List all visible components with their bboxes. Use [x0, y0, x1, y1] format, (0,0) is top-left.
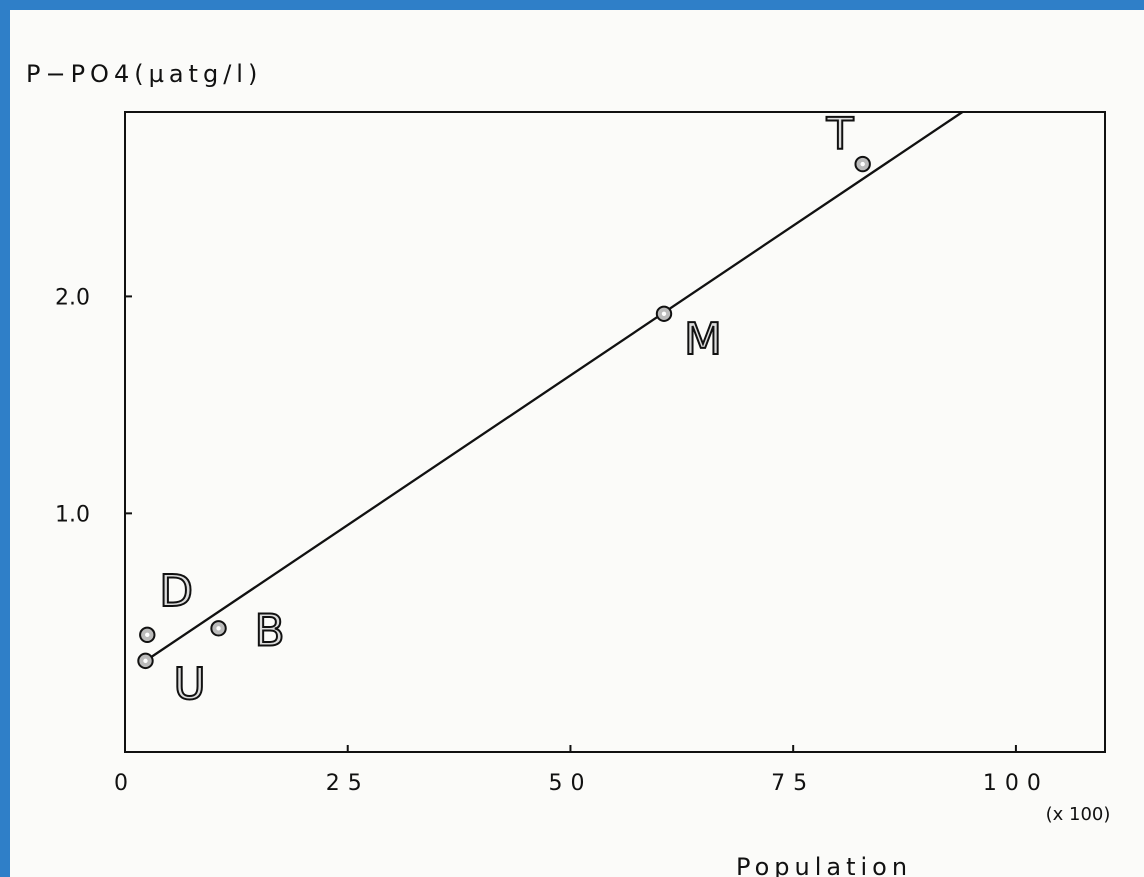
- x-tick-label: 0: [114, 771, 136, 796]
- x-tick-label: 25: [326, 771, 370, 796]
- point-label: B: [255, 605, 285, 656]
- point-label: U: [173, 659, 205, 710]
- y-axis-title: P−PO4(µatg/l): [26, 60, 262, 88]
- axes-layer: [124, 111, 1106, 753]
- text-layer: 0 25 50 75 100 1.0 2.0 P−PO4(µatg/l) Population (…: [26, 60, 1110, 877]
- data-point-highlight: [860, 161, 865, 167]
- regression-line: [144, 111, 964, 662]
- point-label: T: [826, 109, 854, 160]
- data-point-highlight: [145, 632, 150, 638]
- data-point-highlight: [143, 658, 148, 664]
- points-layer: [137, 155, 871, 670]
- x-tick-label: 50: [548, 771, 592, 796]
- data-point-highlight: [661, 311, 667, 316]
- point-label: D: [159, 566, 193, 617]
- scanned-paper: [10, 10, 1144, 877]
- x-axis-title: Population: [736, 853, 912, 877]
- x-axis-unit: (x 100): [1046, 804, 1111, 825]
- x-tick-label: 75: [771, 771, 815, 796]
- y-tick-label: 1.0: [55, 502, 90, 527]
- plot-frame: [124, 111, 1106, 753]
- y-tick-label: 2.0: [55, 285, 90, 310]
- data-point-highlight: [216, 626, 221, 631]
- x-tick-label: 100: [983, 771, 1049, 796]
- point-label: M: [684, 314, 722, 365]
- regression-line-layer: [144, 111, 964, 662]
